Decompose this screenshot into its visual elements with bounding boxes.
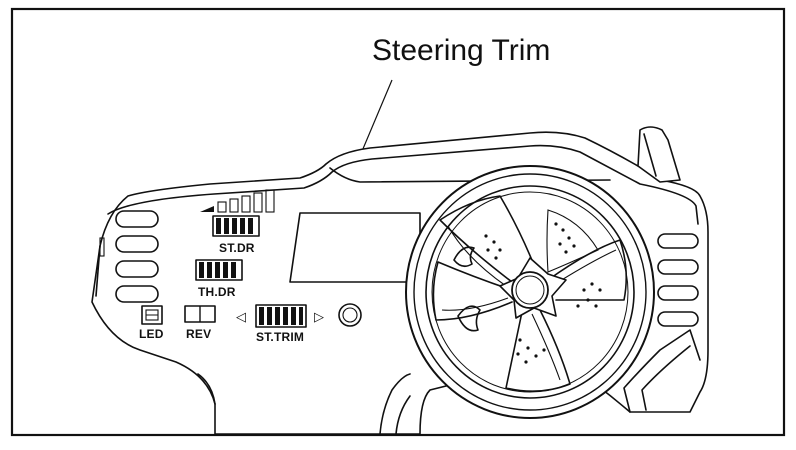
- steering-wheel-icon[interactable]: [405, 165, 655, 419]
- diagram-frame: [10, 7, 786, 437]
- trim-left-arrow[interactable]: ◁: [236, 309, 246, 324]
- st-trim-label: ST.TRIM: [256, 330, 304, 344]
- st-trim-dial[interactable]: [255, 304, 307, 328]
- signal-strength-icon: [200, 189, 275, 213]
- led-switch[interactable]: [141, 305, 163, 325]
- callout-label: Steering Trim: [372, 34, 550, 67]
- th-dr-dial[interactable]: [195, 259, 243, 281]
- rev-switch[interactable]: [184, 305, 216, 323]
- rev-label: REV: [186, 327, 211, 341]
- th-dr-label: TH.DR: [198, 285, 236, 299]
- st-dr-dial[interactable]: [212, 215, 260, 237]
- trim-right-arrow[interactable]: ▷: [314, 309, 324, 324]
- left-grip-slots: [115, 210, 159, 303]
- st-dr-label: ST.DR: [219, 241, 255, 255]
- round-button-icon[interactable]: [338, 303, 362, 327]
- led-label: LED: [139, 327, 164, 341]
- right-grip-slots: [657, 233, 699, 327]
